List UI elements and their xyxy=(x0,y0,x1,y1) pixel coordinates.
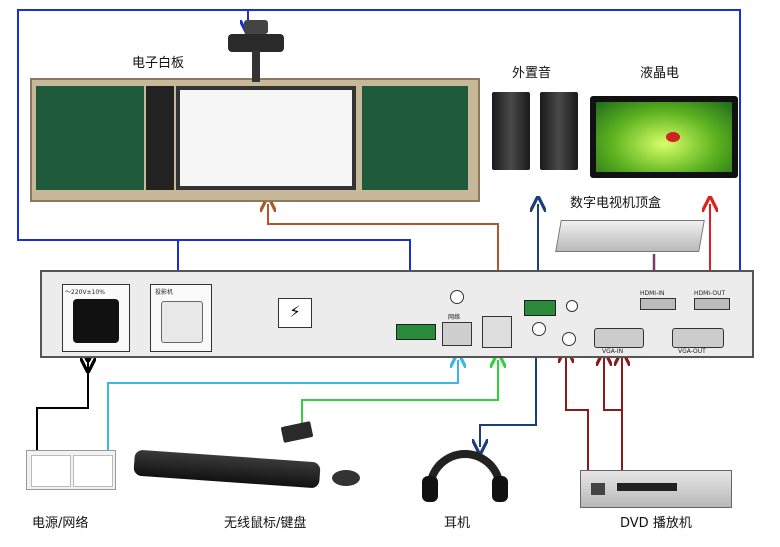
wire-dvd-vga xyxy=(604,358,623,470)
projector xyxy=(226,20,286,82)
hdmi-in-label: HDMI-IN xyxy=(640,290,665,297)
label-lcd: 液晶电 xyxy=(640,66,680,81)
wire-dvd-audio xyxy=(566,355,589,470)
hdmi-out-port xyxy=(694,298,730,310)
hdmi-out-label: HDMI-OUT xyxy=(694,290,726,297)
wire-headphones xyxy=(480,345,537,447)
label-dvd: DVD 播放机 xyxy=(620,516,692,531)
power-socket: ～220V±10% xyxy=(62,284,130,352)
projector-outlet-label: 投影机 xyxy=(155,289,174,296)
wire-power xyxy=(36,354,88,450)
label-headphones: 耳机 xyxy=(444,516,471,531)
board-center-panel xyxy=(146,86,174,190)
headphones xyxy=(420,450,510,504)
speaker-right xyxy=(540,92,578,170)
whiteboard xyxy=(30,78,480,202)
wire-usb-whiteboard xyxy=(268,204,499,314)
network-label: 网络 xyxy=(448,314,461,321)
label-speakers: 外置音 xyxy=(512,66,552,81)
label-power-network: 电源/网络 xyxy=(32,516,89,531)
network-indicator xyxy=(450,290,464,304)
dvd-player xyxy=(580,470,732,508)
mouse xyxy=(332,470,360,486)
speaker-switch[interactable] xyxy=(566,300,578,312)
chalkboard-left xyxy=(36,86,144,190)
set-top-box xyxy=(555,220,705,252)
warning-icon: ⚡ xyxy=(278,298,312,328)
power-rating: ～220V±10% xyxy=(65,289,105,296)
wire-network xyxy=(107,360,458,450)
speaker-left xyxy=(492,92,530,170)
usb-ports xyxy=(482,316,512,348)
audio-in-jack xyxy=(562,332,576,346)
audio-out-terminal xyxy=(524,300,556,316)
wire-usb-dongle xyxy=(301,360,498,426)
whiteboard-screen xyxy=(176,86,356,190)
vga-in-port xyxy=(594,328,644,348)
lcd-tv xyxy=(590,96,738,178)
hdmi-in-port xyxy=(640,298,676,310)
chalkboard-right xyxy=(362,86,468,190)
control-panel: ～220V±10% 投影机 ⚡ 网络 VGA-IN HDMI-IN HDMI-O… xyxy=(40,270,754,358)
label-whiteboard: 电子白板 xyxy=(132,56,185,71)
vga-out-label: VGA-OUT xyxy=(678,348,706,355)
wall-socket xyxy=(26,450,116,490)
control-terminal xyxy=(396,324,436,340)
network-port xyxy=(442,322,472,346)
headphone-jack xyxy=(532,322,546,336)
label-keyboard-mouse: 无线鼠标/键盘 xyxy=(224,516,307,531)
label-stb: 数字电视机顶盒 xyxy=(570,196,662,211)
vga-out-port xyxy=(672,328,724,348)
vga-in-label: VGA-IN xyxy=(602,348,624,355)
projector-outlet: 投影机 xyxy=(150,284,212,352)
